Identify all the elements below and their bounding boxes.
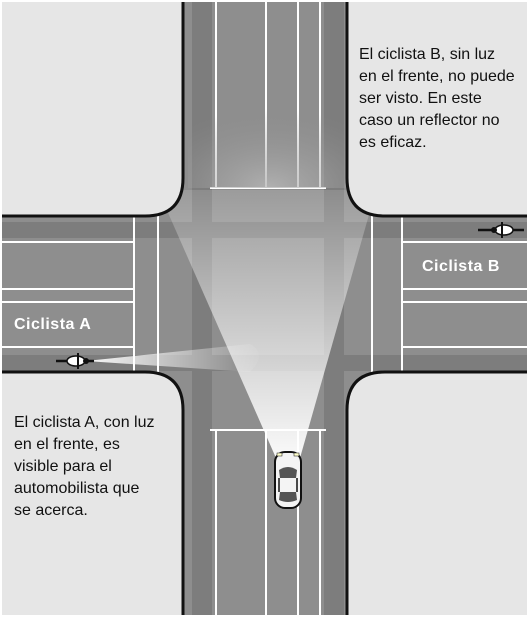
sidewalk-ne	[345, 0, 529, 218]
caption-cyclist-a: El ciclista A, con luz en el frente, es …	[14, 414, 155, 519]
caption-cyclist-b: El ciclista B, sin luz en el frente, no …	[359, 46, 515, 151]
sidewalk-nw	[0, 0, 185, 218]
car-headlight-beam	[158, 190, 376, 458]
label-cyclist-b: Ciclista B	[422, 258, 500, 275]
label-cyclist-a: Ciclista A	[14, 316, 92, 333]
west-lane-lines	[0, 216, 135, 372]
sidewalk-sw	[0, 370, 185, 617]
east-lane-lines	[401, 216, 529, 372]
ambient-glow	[188, 89, 352, 188]
car-icon	[274, 451, 302, 509]
road-shade	[192, 0, 212, 617]
bicycle-b-icon	[478, 222, 524, 238]
intersection-edges	[157, 216, 373, 372]
bike-a-light-beam	[86, 344, 259, 372]
bicycle-a-icon	[56, 353, 94, 369]
sidewalk-se	[345, 370, 529, 617]
